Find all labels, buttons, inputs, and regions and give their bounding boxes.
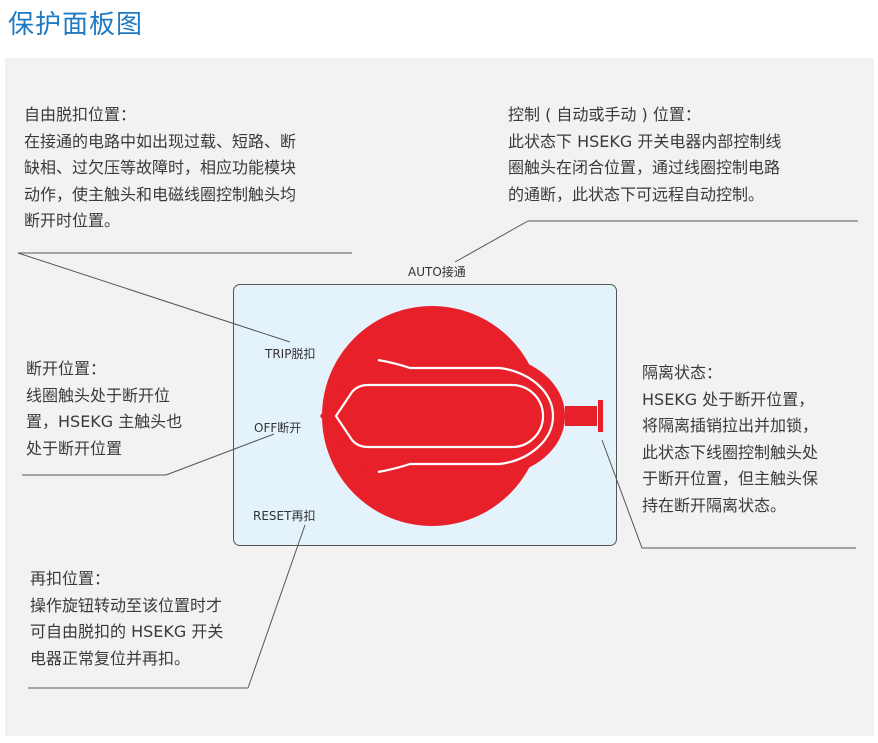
pointer-inner-outline [334, 383, 545, 449]
auto-desc-line: 圈触头在闭合位置，通过线圈控制电路 [508, 158, 781, 177]
auto-position-description: 控制 ( 自动或手动 ) 位置： 此状态下 HSEKG 开关电器内部控制线 圈触… [508, 102, 781, 208]
trip-desc-line: 缺相、过欠压等故障时，相应功能模块 [24, 158, 297, 177]
isolation-desc-line: 将隔离插销拉出并加锁， [642, 416, 819, 435]
off-desc-line: 线圈触头处于断开位 [26, 385, 171, 405]
off-desc-heading: 断开位置： [26, 359, 107, 378]
trip-desc-heading: 自由脱扣位置： [24, 105, 137, 124]
off-position-description: 断开位置： 线圈触头处于断开位 置，HSEKG 主触头也 处于断开位置 [26, 356, 182, 462]
auto-desc-line: 的通断，此状态下可远程自动控制。 [508, 184, 765, 204]
reset-desc-line: 可自由脱扣的 HSEKG 开关 [30, 622, 224, 641]
reset-position-label: RESET再扣 [253, 509, 316, 523]
isolation-lock [598, 400, 603, 432]
reset-desc-line: 电器正常复位并再扣。 [30, 648, 191, 668]
reset-position-description: 再扣位置： 操作旋钮转动至该位置时才 可自由脱扣的 HSEKG 开关 电器正常复… [30, 566, 223, 672]
isolation-desc-line: HSEKG 处于断开位置， [642, 389, 815, 409]
auto-desc-line: 此状态下 HSEKG 开关电器内部控制线 [508, 131, 782, 151]
pointer-outer-outline [377, 358, 555, 474]
page-title: 保护面板图 [8, 10, 144, 40]
reset-desc-line: 操作旋钮转动至该位置时才 [30, 595, 223, 615]
auto-leader-line [454, 220, 529, 263]
off-desc-line: 处于断开位置 [26, 438, 123, 458]
trip-leader-line [17, 252, 291, 343]
isolation-pin [565, 406, 597, 426]
trip-desc-line: 动作，使主触头和电磁线圈控制触头均 [24, 184, 297, 204]
trip-position-label: TRIP脱扣 [265, 347, 316, 361]
trip-desc-line: 在接通的电路中如出现过载、短路、断 [24, 131, 297, 151]
auto-position-label: AUTO接通 [408, 265, 466, 279]
off-position-label: OFF断开 [254, 421, 302, 435]
reset-desc-heading: 再扣位置： [30, 569, 111, 588]
off-leader-line [165, 433, 275, 476]
off-desc-line: 置，HSEKG 主触头也 [26, 412, 183, 431]
reset-leader-line [247, 524, 306, 689]
trip-position-description: 自由脱扣位置： 在接通的电路中如出现过载、短路、断 缺相、过欠压等故障时，相应功… [24, 102, 296, 235]
auto-desc-heading: 控制 ( 自动或手动 ) 位置： [508, 105, 701, 124]
isolation-leader-line [601, 439, 643, 549]
isolation-state-description: 隔离状态： HSEKG 处于断开位置， 将隔离插销拉出并加锁， 此状态下线圈控制… [642, 360, 818, 519]
knob-pointer [320, 355, 565, 477]
isolation-desc-line: 持在断开隔离状态。 [642, 495, 787, 515]
isolation-desc-line: 于断开位置，但主触头保 [642, 469, 819, 488]
isolation-desc-line: 此状态下线圈控制触头处 [642, 442, 819, 462]
isolation-desc-heading: 隔离状态： [642, 363, 723, 382]
trip-desc-line: 断开时位置。 [24, 211, 121, 230]
